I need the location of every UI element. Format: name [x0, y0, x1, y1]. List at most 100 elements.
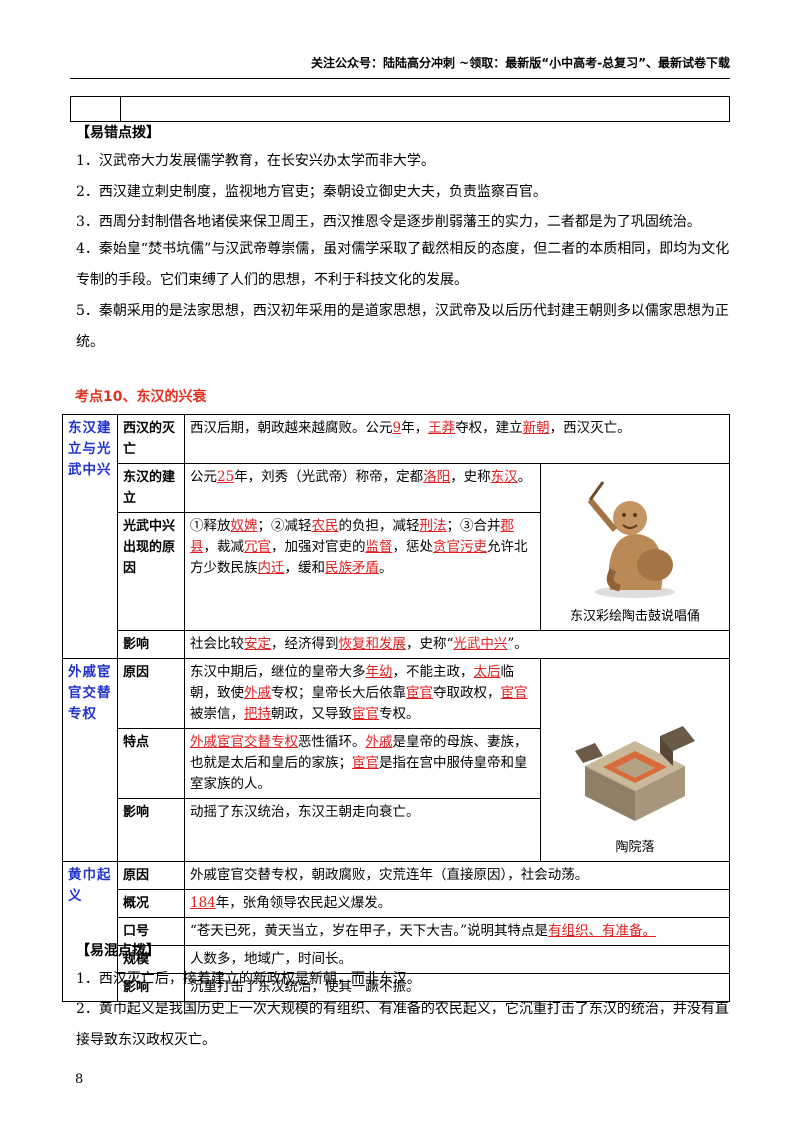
text-segment: 临朝，致使	[190, 664, 514, 701]
text-segment: 年，张角领导农民起义爆发。	[215, 895, 392, 911]
answer-keyword: 洛阳	[423, 469, 451, 485]
text-segment: 东汉中期后，继位的皇帝大多	[190, 664, 366, 680]
text-segment: ；②减轻	[257, 518, 312, 534]
tip1-item: 5．秦朝采用的是法家思想，西汉初年采用的是道家思想，汉武帝及以后历代封建王朝则多…	[76, 303, 729, 350]
text-segment: 专权。	[379, 706, 420, 722]
row-label: 原因	[117, 658, 185, 729]
figure-caption: 东汉彩绘陶击鼓说唱俑	[569, 609, 700, 624]
text-segment: 年，刘秀（光武帝）称帝，定都	[234, 469, 424, 485]
row-label: 影响	[117, 798, 185, 862]
text-segment: 动摇了东汉统治，东汉王朝走向衰亡。	[190, 804, 420, 820]
text-segment: 的负担，减轻	[338, 518, 420, 534]
answer-keyword: 恢复和发展	[338, 636, 407, 652]
row-content: 公元25年，刘秀（光武帝）称帝，定都洛阳，史称东汉。	[184, 463, 541, 513]
group-name: 东汉建立与光武中兴	[62, 414, 118, 659]
text-segment: ，史称	[450, 469, 491, 485]
answer-keyword: 安定	[244, 636, 271, 652]
answer-keyword: 宦官	[352, 755, 379, 771]
drummer-figurine-image	[587, 481, 675, 598]
answer-keyword: 把持	[244, 706, 271, 722]
answer-keyword: 光武中兴	[453, 636, 508, 652]
row-content: 184年，张角领导农民起义爆发。	[184, 889, 730, 918]
text-segment: ，不能主政，	[392, 664, 474, 680]
row-label: 规模	[117, 945, 185, 974]
row-content: 动摇了东汉统治，东汉王朝走向衰亡。	[184, 798, 541, 862]
history-table: 东汉建立与光武中兴 西汉的灭亡 西汉后期，朝政越来越腐败。公元9年，王莽夺权，建…	[62, 414, 730, 1002]
row-label: 概况	[117, 889, 185, 918]
tip2-item: 2．黄巾起义是我国历史上一次大规模的有组织、有准备的农民起义，它沉重打击了东汉的…	[76, 1001, 729, 1048]
answer-keyword: 年幼	[365, 664, 393, 680]
answer-keyword: 宦官	[500, 685, 528, 701]
answer-keyword: 东汉	[490, 469, 518, 485]
row-content: 社会比较安定，经济得到恢复和发展，史称“光武中兴”。	[184, 630, 730, 659]
row-content: 外戚宦官交替专权，朝政腐败，灾荒连年（直接原因），社会动荡。	[184, 861, 730, 890]
group-name: 外戚宦官交替专权	[62, 658, 118, 862]
row-label: 东汉的建立	[117, 463, 185, 513]
text-segment: 人数多，地域广，时间长。	[190, 951, 352, 967]
row-content: 东汉中期后，继位的皇帝大多年幼，不能主政，太后临朝，致使外戚专权；皇帝长大后依靠…	[184, 658, 541, 729]
answer-keyword: 新朝	[522, 420, 550, 436]
section-title: 考点10、东汉的兴衰	[75, 389, 207, 405]
group-name: 黄巾起义	[62, 861, 118, 1002]
table-stub	[70, 96, 730, 122]
answer-keyword: 内迁	[257, 560, 285, 576]
text-segment: 允许北方少数民族	[190, 539, 528, 576]
tip2-item: 1．西汉灭亡后，接着建立的新政权是新朝，而非东汉。	[76, 971, 421, 987]
answer-keyword: 监督	[365, 539, 393, 555]
text-segment: 被崇信，	[190, 706, 244, 722]
row-content: “苍天已死，黄天当立，岁在甲子，天下大吉。”说明其特点是有组织、有准备。	[184, 917, 730, 946]
answer-keyword: 宦官	[352, 706, 379, 722]
answer-keyword: 外戚	[244, 685, 271, 701]
answer-keyword: 宦官	[406, 685, 433, 701]
text-segment: ，缓和	[284, 560, 326, 576]
row-content: 人数多，地域广，时间长。	[184, 945, 730, 974]
answer-keyword: 25	[217, 469, 235, 485]
answer-keyword: 184	[190, 895, 216, 911]
row-label: 特点	[117, 728, 185, 799]
text-segment: 年，	[401, 420, 429, 436]
text-segment: 西汉后期，朝政越来越腐败。公元	[190, 420, 393, 436]
row-content: 外戚宦官交替专权恶性循环。外戚是皇帝的母族、妻族，也就是太后和皇后的家族；宦官是…	[184, 728, 541, 799]
row-content: 沉重打击了东汉统治，使其一蹶不振。	[184, 973, 730, 1002]
text-segment: ”。	[507, 636, 528, 652]
answer-keyword: 9	[392, 420, 402, 436]
figure-cell: 东汉彩绘陶击鼓说唱俑	[540, 463, 730, 631]
tip1-item: 4．秦始皇“焚书坑儒”与汉武帝尊崇儒，虽对儒学采取了截然相反的态度，但二者的本质…	[76, 241, 730, 288]
text-segment: 公元	[190, 469, 217, 485]
text-segment: 夺权，建立	[455, 420, 523, 436]
text-segment: 社会比较	[190, 636, 244, 652]
text-segment: 外戚宦官交替专权，朝政腐败，灾荒连年（直接原因），社会动荡。	[190, 867, 589, 883]
answer-keyword: 刑法	[419, 518, 447, 534]
text-segment: 恶性循环。	[298, 734, 366, 750]
text-segment: ，西汉灭亡。	[549, 420, 631, 436]
text-segment: “苍天已死，黄天当立，岁在甲子，天下大吉。”说明其特点是	[190, 923, 549, 939]
answer-keyword: 冗官	[244, 539, 271, 555]
text-segment: ；③合并	[446, 518, 501, 534]
answer-keyword: 郡县	[190, 518, 514, 555]
answer-keyword: 外戚	[365, 734, 393, 750]
tip1-title: 【易错点拨】	[76, 125, 160, 141]
tip1-item: 2．西汉建立刺史制度，监视地方官吏；秦朝设立御史大夫，负责监察百官。	[76, 184, 547, 200]
text-segment: ，经济得到	[271, 636, 339, 652]
row-content: 西汉后期，朝政越来越腐败。公元9年，王莽夺权，建立新朝，西汉灭亡。	[184, 414, 730, 464]
text-segment: 沉重打击了东汉统治，使其一蹶不振。	[190, 979, 420, 995]
figure-cell: 陶院落	[540, 658, 730, 862]
text-segment: 专权；皇帝长大后依靠	[271, 685, 406, 701]
courtyard-model-image	[575, 726, 695, 821]
row-label: 光武中兴出现的原因	[117, 512, 185, 631]
row-content: ①释放奴婢；②减轻农民的负担，减轻刑法；③合并郡县，裁减冗官，加强对官吏的监督，…	[184, 512, 541, 631]
row-label: 原因	[117, 861, 185, 890]
answer-keyword: 外戚宦官交替专权	[190, 734, 298, 750]
header-rule	[70, 78, 730, 79]
row-label: 影响	[117, 630, 185, 659]
answer-keyword: 农民	[311, 518, 339, 534]
figure-caption: 陶院落	[615, 840, 655, 855]
text-segment: 。	[517, 469, 532, 485]
text-segment: ，史称“	[406, 636, 454, 652]
text-segment: ，裁减	[203, 539, 245, 555]
text-segment: 夺取政权，	[433, 685, 501, 701]
page-header: 关注公众号：陆陆高分冲刺 ~领取：最新版“小中高考-总复习”、最新试卷下载	[311, 56, 730, 70]
text-segment: 。	[379, 560, 393, 576]
answer-keyword: 太后	[473, 664, 501, 680]
row-label: 影响	[117, 973, 185, 1002]
